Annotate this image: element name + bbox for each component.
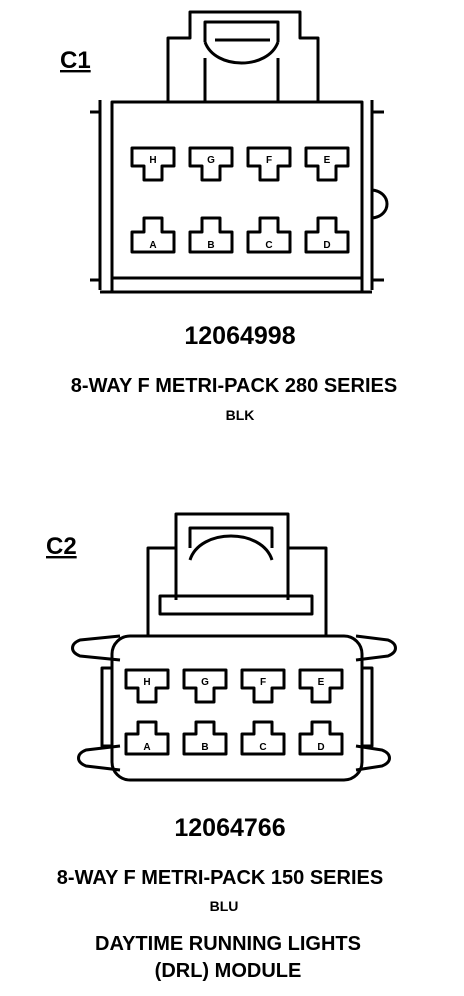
c1-pin-label-e: E (324, 155, 331, 166)
c1-pin-label-h: H (149, 155, 156, 166)
c2-pin-label-a: A (143, 742, 150, 753)
c2-pin-f (240, 668, 286, 704)
c1-part-number: 12064998 (184, 322, 295, 350)
c2-pin-label-c: C (259, 742, 266, 753)
c2-pin-h (124, 668, 170, 704)
c1-description: 8-WAY F METRI-PACK 280 SERIES (71, 375, 397, 397)
c1-latch-tab (203, 58, 280, 102)
c1-pin-a (130, 216, 176, 254)
c1-latch (166, 10, 320, 104)
c2-pin-label-h: H (143, 677, 150, 688)
c2-color: BLU (210, 898, 239, 914)
c2-pin-label-b: B (201, 742, 208, 753)
c2-pin-c (240, 720, 286, 756)
c2-latch-tab (174, 548, 290, 600)
c1-flange-right (370, 100, 384, 290)
c2-ear-left (71, 634, 121, 662)
c2-pin-label-g: G (201, 677, 209, 688)
connector-c1 (90, 10, 389, 294)
c1-pin-label-d: D (323, 240, 330, 251)
c2-pin-d (298, 720, 344, 756)
c2-pin-e (298, 668, 344, 704)
c1-pin-g (188, 146, 234, 182)
c2-ear-left-bottom (77, 744, 121, 772)
c2-body (110, 634, 364, 782)
c2-pin-b (182, 720, 228, 756)
c1-pin-labels: H G F E A B C D (149, 155, 330, 251)
c1-body (110, 100, 364, 280)
c1-latch-inner (203, 20, 280, 65)
c1-pin-label-f: F (266, 155, 272, 166)
c1-pin-label-g: G (207, 155, 215, 166)
c2-pin-labels: H G F E A B C D (143, 677, 324, 753)
connector-c2 (71, 512, 397, 782)
c2-pin-label-e: E (318, 677, 325, 688)
c1-pin-label-c: C (265, 240, 272, 251)
c2-pin-label-f: F (260, 677, 266, 688)
c1-pin-h (130, 146, 176, 182)
c1-color: BLK (226, 407, 255, 423)
c1-pin-d (304, 216, 350, 254)
c1-id: C1 (60, 47, 91, 74)
c1-pin-e (304, 146, 350, 182)
c1-side-notch (371, 188, 389, 220)
c1-flange-left (90, 100, 102, 290)
c2-pin-g (182, 668, 228, 704)
c1-pin-f (246, 146, 292, 182)
c1-pin-b (188, 216, 234, 254)
c1-pins (130, 146, 350, 254)
c2-ear-right (355, 634, 397, 662)
c2-ear-right-bottom (355, 744, 391, 772)
c2-side-right (362, 666, 374, 748)
c1-pin-label-a: A (149, 240, 156, 251)
c1-pin-label-b: B (207, 240, 214, 251)
c2-pin-a (124, 720, 170, 756)
module-title-line1: DAYTIME RUNNING LIGHTS (95, 933, 361, 955)
c2-pins (124, 668, 344, 756)
c2-pin-label-d: D (317, 742, 324, 753)
c2-part-number: 12064766 (174, 814, 285, 842)
c2-id: C2 (46, 533, 77, 560)
c2-latch-inner (158, 526, 314, 616)
c1-body-bottom (100, 278, 372, 294)
c2-description: 8-WAY F METRI-PACK 150 SERIES (57, 867, 383, 889)
module-title-line2: (DRL) MODULE (155, 960, 302, 982)
c1-pin-c (246, 216, 292, 254)
c2-side-left (100, 666, 112, 748)
